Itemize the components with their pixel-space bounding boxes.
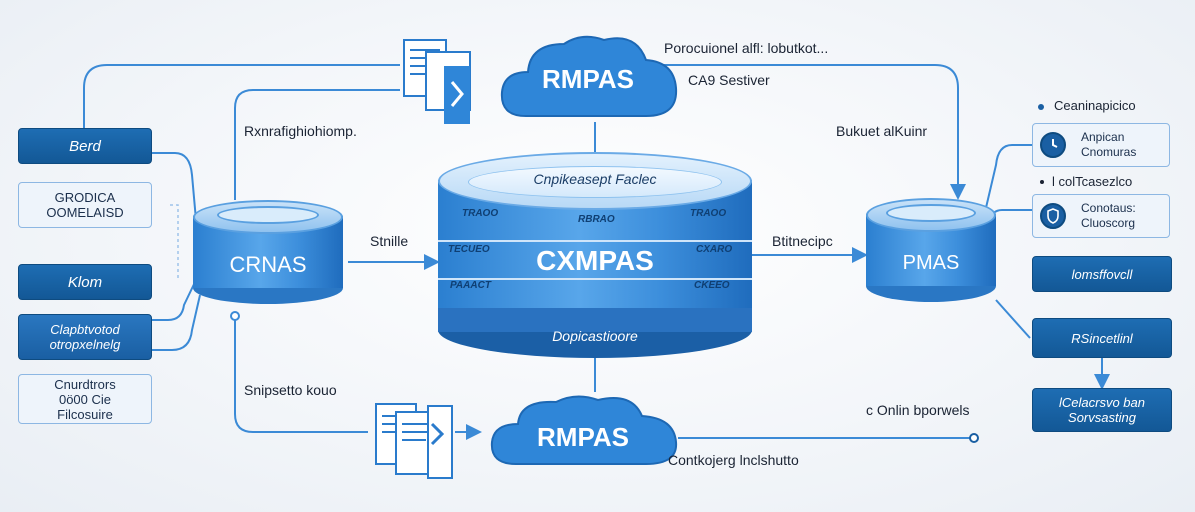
left-box-2: GRODICA OOMELAISD xyxy=(18,182,152,228)
db-segment-label: TRAOO xyxy=(462,208,499,219)
bottom-cloud-label: RMPAS xyxy=(537,422,629,452)
left-db-label: CRNAS xyxy=(229,252,307,277)
left-database: CRNAS xyxy=(193,200,343,305)
top-right-label: Porocuionel alfl: lobutkot... xyxy=(664,40,829,56)
top-right-sublabel: CA9 Sestiver xyxy=(688,72,770,88)
right-box-1: lomsffovcll xyxy=(1032,256,1172,292)
left-arrow-label: Stnille xyxy=(370,233,409,249)
right-db-label: PMAS xyxy=(902,252,960,274)
db-segment-label: RBRAO xyxy=(578,214,615,225)
chevron-right-icon xyxy=(450,81,464,107)
bottom-left-label: Snipsetto kouo xyxy=(244,382,337,398)
bottom-cloud xyxy=(490,395,678,465)
bottom-right-label: c Onlin bporwels xyxy=(866,402,970,418)
right-database: PMAS xyxy=(866,198,996,304)
right-heading-2: l colTcasezlco xyxy=(1052,174,1133,189)
top-cloud-label: RMPAS xyxy=(542,64,634,94)
center-db-title: CXMPAS xyxy=(536,245,654,276)
bullet-icon xyxy=(1038,104,1044,110)
db-segment-label: PAAACT xyxy=(450,280,491,291)
db-segment-label: TRAOO xyxy=(690,208,727,219)
right-flow-label: Bukuet alKuinr xyxy=(836,123,928,139)
top-cloud xyxy=(500,35,678,117)
right-arrow-label: Btitnecipc xyxy=(772,233,833,249)
left-box-5: Cnurdtrors 0ö00 Cie Filcosuire xyxy=(18,374,152,424)
left-box-1: Berd xyxy=(18,128,152,164)
center-db-header: Cnpikeasept Faclec xyxy=(533,171,657,187)
shield-icon xyxy=(1040,203,1066,229)
db-segment-label: CKEEO xyxy=(694,280,730,291)
left-flow-label: Rxnrafighiohiomp. xyxy=(244,123,357,139)
left-box-3: Klom xyxy=(18,264,152,300)
bullet-icon xyxy=(1040,180,1044,184)
right-box-3: lCelacrsvo ban Sorvsasting xyxy=(1032,388,1172,432)
document-icon xyxy=(403,39,471,124)
db-segment-label: TECUEO xyxy=(448,244,490,255)
left-box-4: Clapbtvotod otropxelnelg xyxy=(18,314,152,360)
bottom-cloud-caption: Contkojerg lnclshutto xyxy=(668,452,799,468)
center-db-footer: Dopicastioore xyxy=(552,328,638,344)
center-database: Cnpikeasept Faclec CXMPAS Dopicastioore … xyxy=(438,152,752,362)
clock-icon xyxy=(1040,132,1066,158)
right-heading-1: Ceaninapicico xyxy=(1054,98,1136,113)
right-box-2: RSincetlinl xyxy=(1032,318,1172,358)
db-segment-label: CXARO xyxy=(696,244,733,255)
document-icon xyxy=(375,403,453,479)
